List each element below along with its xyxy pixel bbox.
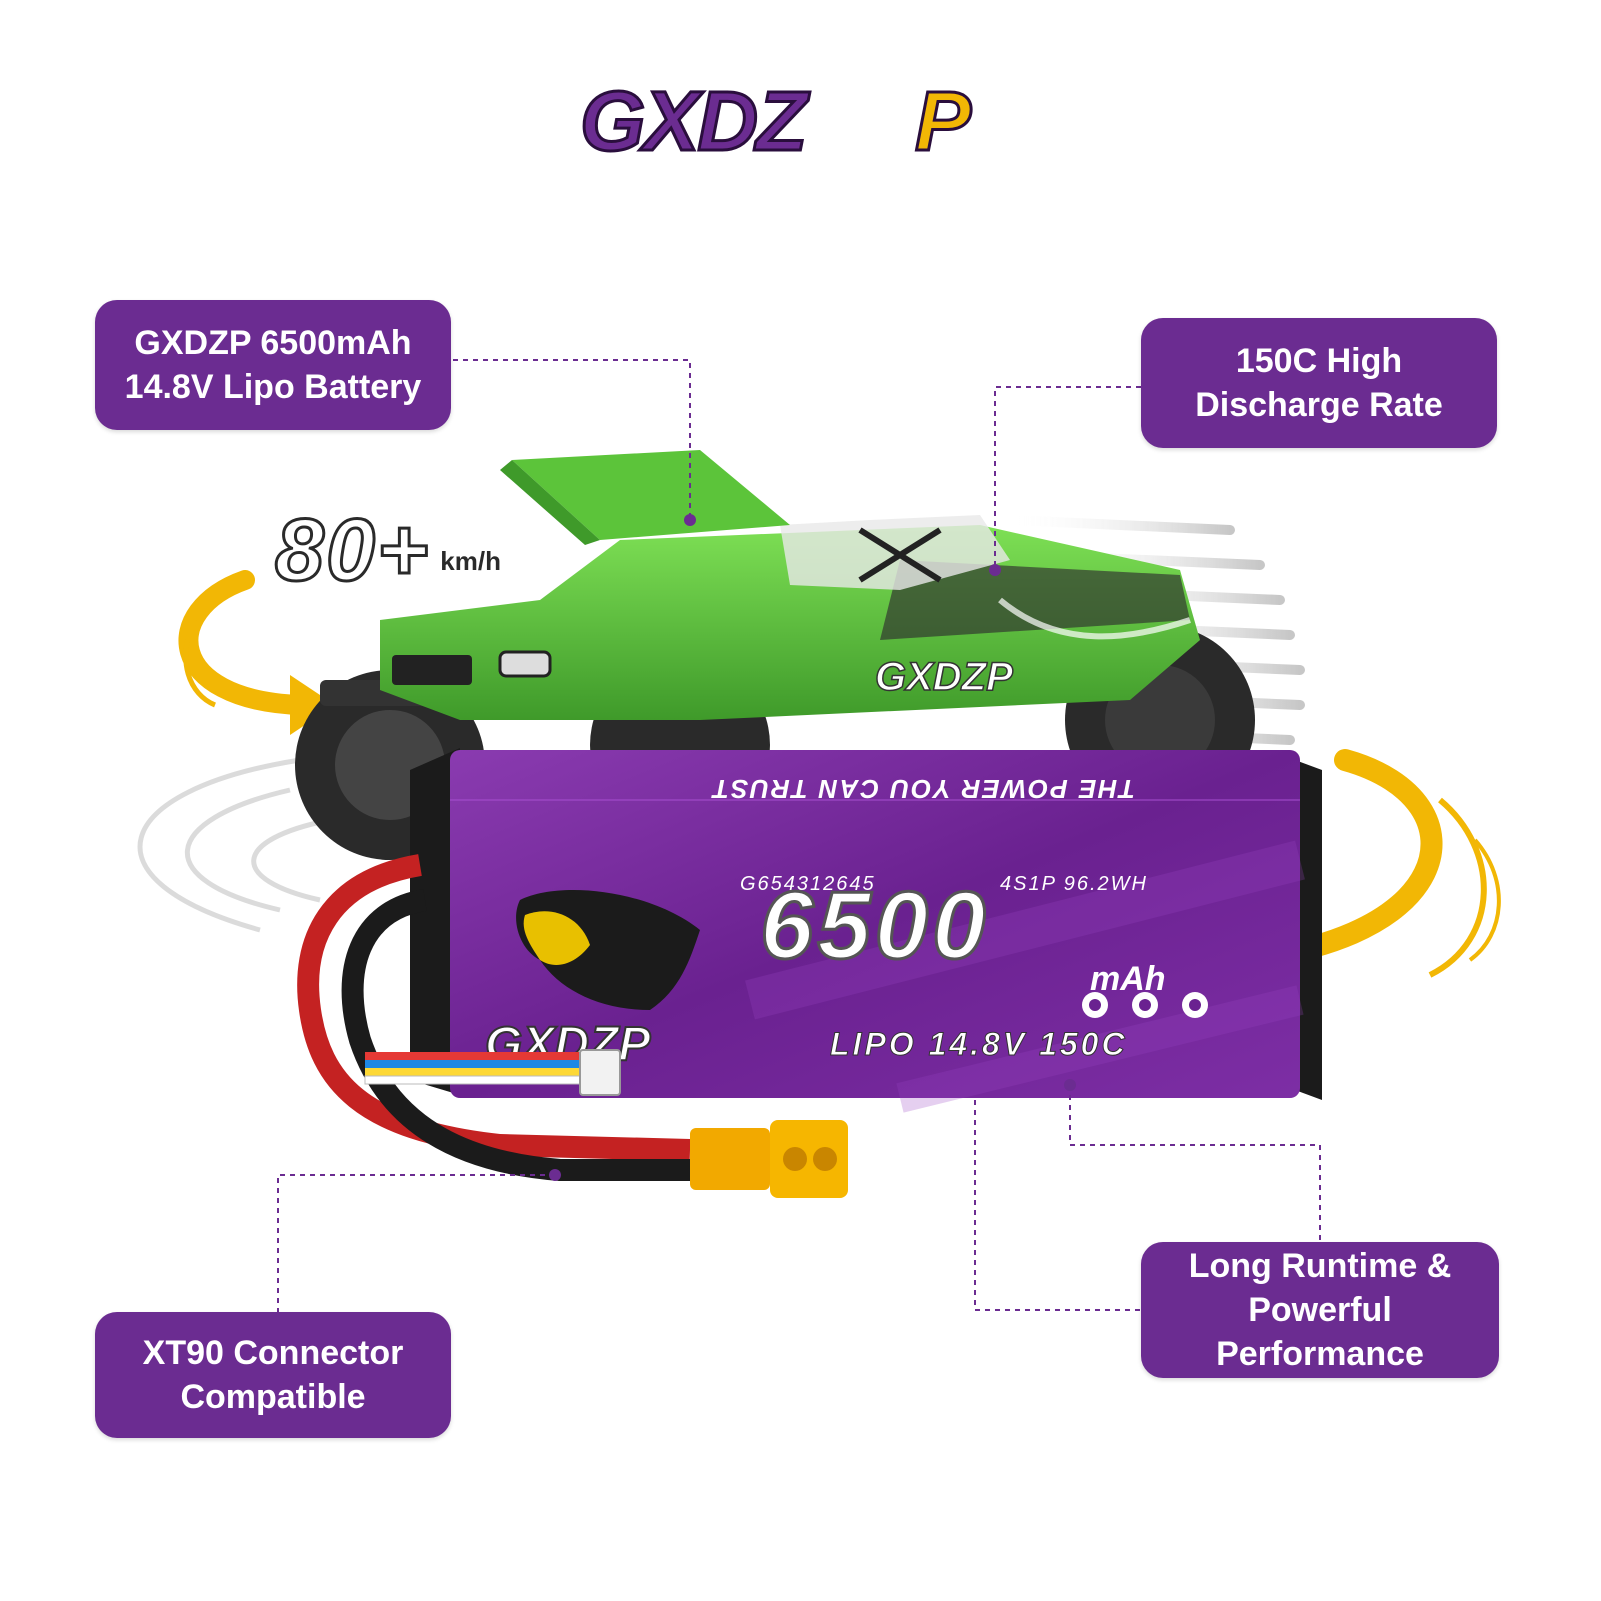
battery-config: 4S1P 96.2WH xyxy=(1000,873,1148,895)
callout-connector-line1: XT90 Connector xyxy=(142,1334,404,1372)
lipo-battery: THE POWER YOU CAN TRUST G654312645 4S1P … xyxy=(410,748,1322,1113)
speed-unit: km/h xyxy=(440,546,501,576)
callout-connector: XT90 Connector Compatible xyxy=(95,1312,451,1438)
callout-discharge-line2: Discharge Rate xyxy=(1195,386,1443,424)
callout-discharge-line1: 150C High xyxy=(1235,342,1403,380)
callout-connector-line2: Compatible xyxy=(180,1378,366,1416)
car-brand-label: GXDZP xyxy=(875,655,1013,699)
callout-discharge: 150C High Discharge Rate xyxy=(1141,318,1497,448)
lion-logo-icon xyxy=(516,890,700,1010)
certification-icons xyxy=(1082,992,1208,1018)
svg-text:GXDZ: GXDZ xyxy=(580,74,810,168)
balance-lead xyxy=(364,1049,621,1096)
motion-swirl xyxy=(137,757,331,933)
callout-battery-line2: 14.8V Lipo Battery xyxy=(124,368,422,406)
leader-lines xyxy=(277,359,1321,1312)
brand-logo: GXDZ P xyxy=(560,72,1040,172)
speed-value: 80+ xyxy=(273,500,431,599)
callout-battery-line1: GXDZP 6500mAh xyxy=(134,324,412,362)
callout-battery: GXDZP 6500mAh 14.8V Lipo Battery xyxy=(95,300,451,430)
battery-capacity: 6500 xyxy=(760,872,990,979)
battery-capacity-unit: mAh xyxy=(1090,960,1166,998)
callout-runtime: Long Runtime & Powerful Performance xyxy=(1141,1242,1499,1378)
yellow-arrow-left-icon xyxy=(178,570,335,735)
battery-spec: LIPO 14.8V 150C xyxy=(830,1026,1128,1062)
battery-tagline: THE POWER YOU CAN TRUST xyxy=(711,774,1135,804)
callout-runtime-line2: Powerful xyxy=(1248,1291,1392,1329)
svg-text:P: P xyxy=(915,74,972,168)
speed-badge: 80+ km/h xyxy=(273,500,501,599)
callout-runtime-line1: Long Runtime & xyxy=(1188,1247,1452,1285)
xt90-connector-icon xyxy=(690,1120,848,1198)
callout-runtime-line3: Performance xyxy=(1216,1335,1424,1373)
battery-serial: G654312645 xyxy=(740,873,876,895)
power-leads xyxy=(297,854,691,1181)
leader-dots xyxy=(549,514,1076,1181)
